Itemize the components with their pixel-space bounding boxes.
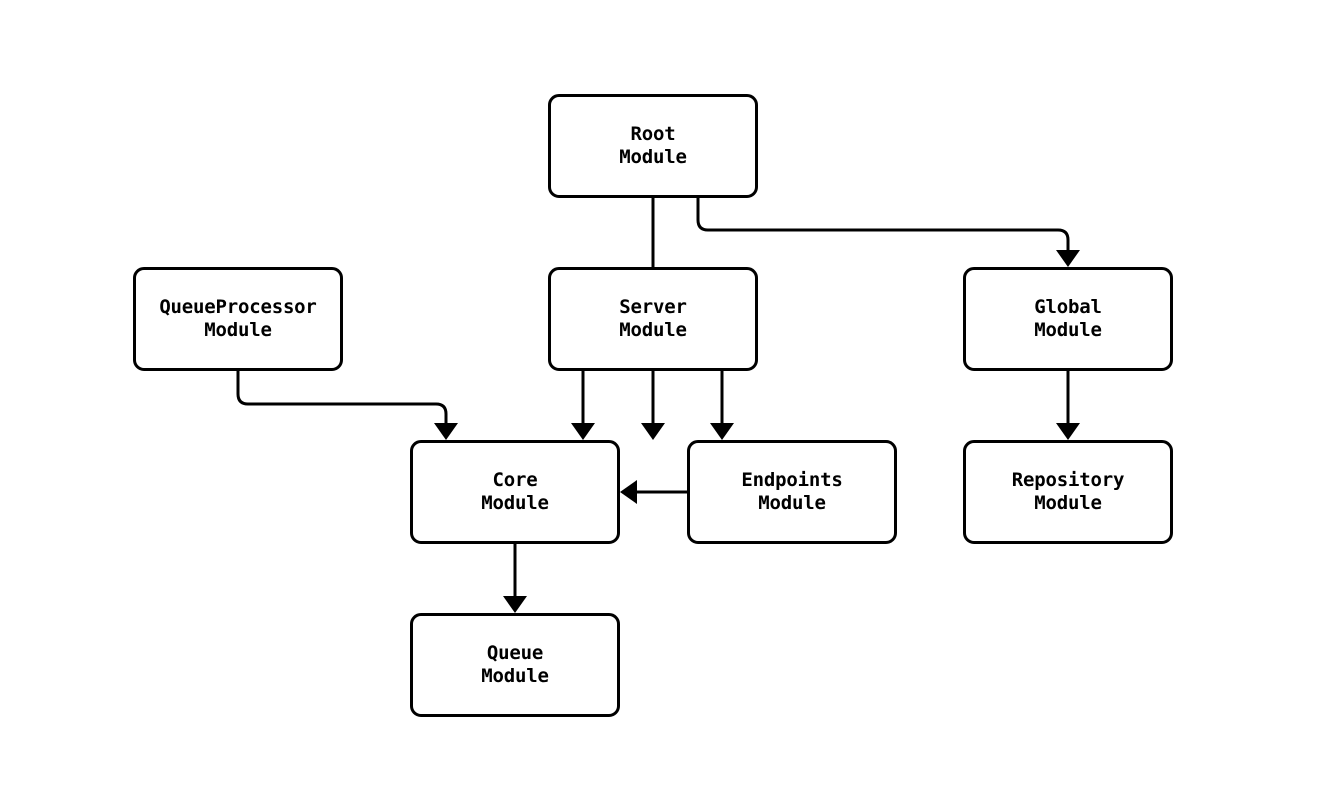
arrowhead-core-to-queue: [503, 596, 527, 613]
node-label-secondary: Module: [619, 319, 687, 341]
node-label-primary: Server: [619, 296, 687, 318]
node-label-primary: Queue: [486, 642, 544, 664]
node-label-primary: Core: [492, 469, 538, 491]
arrowhead-global-to-repository: [1056, 423, 1080, 440]
arrowhead-server-to-core: [571, 423, 595, 440]
edge-queueprocessor-to-core: [236, 371, 448, 432]
node-label-primary: Endpoints: [741, 469, 843, 491]
node-label-secondary: Module: [204, 319, 272, 341]
arrowhead-root-to-global: [1056, 250, 1080, 267]
node-label-secondary: Module: [481, 492, 549, 514]
node-label-primary: Global: [1034, 296, 1102, 318]
arrowhead-server-to-endpoints: [710, 423, 734, 440]
node-label-primary: Repository: [1011, 469, 1125, 491]
arrowhead-endpoints-to-core: [620, 480, 637, 504]
edge-root-to-global: [696, 198, 1070, 259]
arrowhead-queueprocessor-to-core: [434, 423, 458, 440]
node-label-secondary: Module: [619, 146, 687, 168]
node-label-secondary: Module: [758, 492, 826, 514]
node-label-secondary: Module: [1034, 492, 1102, 514]
node-label-primary: QueueProcessor: [159, 296, 317, 318]
node-label-secondary: Module: [1034, 319, 1102, 341]
node-label-secondary: Module: [481, 665, 549, 687]
arrowhead-root-to-server: [641, 423, 665, 440]
node-label-primary: Root: [630, 123, 676, 145]
